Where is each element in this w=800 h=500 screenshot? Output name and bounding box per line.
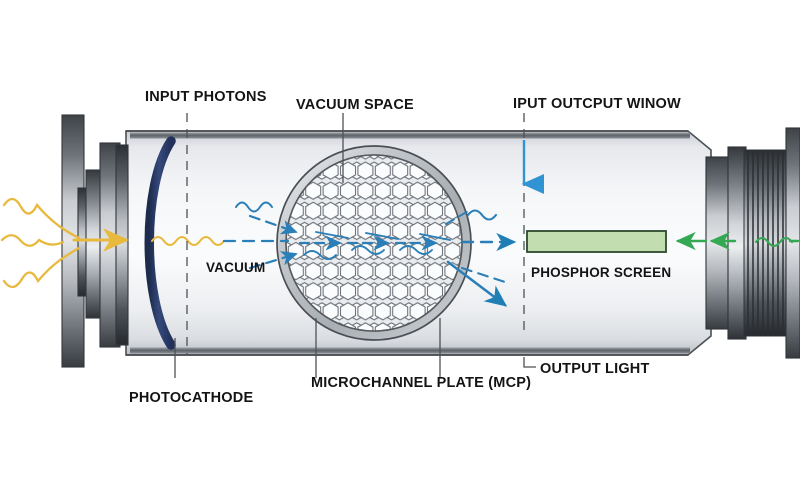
label-vacuum: VACUUM [206,260,265,275]
label-output-light: OUTPUT LIGHT [540,361,650,377]
label-input-output-window: IPUT OUTCPUT WINOW [513,96,681,112]
label-phosphor-screen: PHOSPHOR SCREEN [531,265,671,280]
electron-paths [222,201,517,307]
input-photon-rays [0,197,130,289]
label-microchannel-plate: MICROCHANNEL PLATE (MCP) [311,375,531,391]
output-light-rays [675,231,800,251]
photocathode-arc [144,136,176,350]
label-photocathode: PHOTOCATHODE [129,390,253,406]
label-input-photons: INPUT PHOTONS [145,89,267,105]
phosphor-screen-bar [526,230,667,253]
output-connector [705,127,800,359]
connector-threads [743,149,789,337]
label-vacuum-space: VACUUM SPACE [296,97,414,113]
internal-photon-wave [150,235,226,247]
